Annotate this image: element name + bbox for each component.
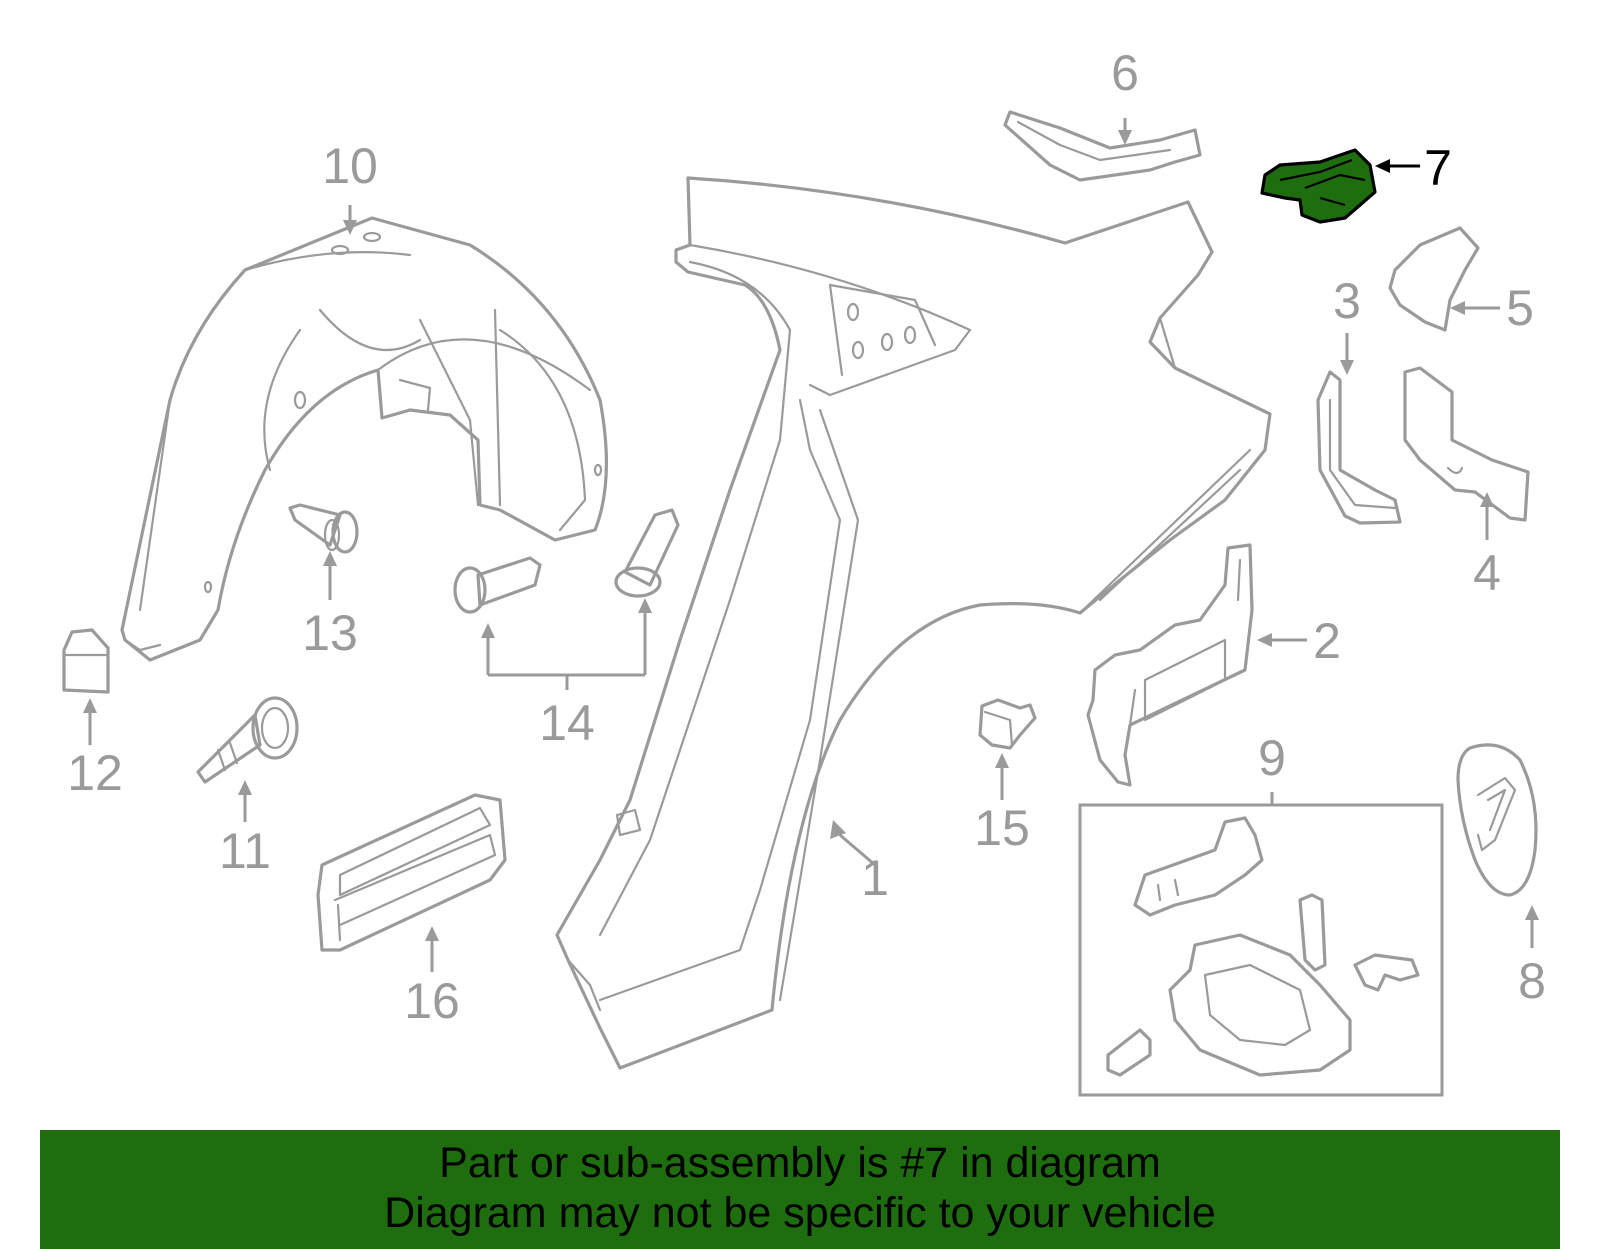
part-9-fuel-housing (1106, 816, 1420, 1077)
leader-lines (83, 118, 1539, 972)
part-14-push-pins[interactable] (453, 508, 680, 614)
part-6-reinforcement[interactable] (1003, 110, 1202, 182)
callout-10: 10 (322, 138, 378, 194)
part-13-push-pin[interactable] (288, 503, 359, 554)
callout-9: 9 (1258, 730, 1286, 786)
callout-7: 7 (1424, 140, 1452, 196)
callout-11: 11 (219, 823, 271, 879)
part-7-bracket-highlighted[interactable] (1260, 148, 1377, 224)
callout-3: 3 (1333, 273, 1361, 329)
part-4-bracket[interactable] (1403, 366, 1530, 522)
part-1-quarter-panel[interactable] (555, 176, 1272, 1070)
part-12-clip[interactable] (62, 628, 110, 694)
info-banner: Part or sub-assembly is #7 in diagram Di… (40, 1130, 1560, 1249)
callout-12: 12 (67, 745, 123, 801)
callout-labels: 10 6 7 5 3 4 2 8 9 1 15 13 14 12 11 16 (67, 45, 1546, 1029)
callout-1: 1 (861, 850, 889, 906)
callout-5: 5 (1506, 280, 1534, 336)
part-15-clip[interactable] (978, 698, 1037, 750)
part-8-fuel-door[interactable] (1456, 743, 1538, 897)
callout-6: 6 (1111, 45, 1139, 101)
callout-13: 13 (302, 605, 358, 661)
part-2-bracket[interactable] (1086, 543, 1254, 787)
callout-4: 4 (1473, 545, 1501, 601)
part-3-bracket[interactable] (1316, 370, 1402, 525)
banner-line-1: Part or sub-assembly is #7 in diagram (439, 1139, 1161, 1187)
callout-16: 16 (404, 973, 460, 1029)
part-11-bolt[interactable] (196, 696, 299, 784)
part-5-panel[interactable] (1388, 226, 1480, 332)
callout-15: 15 (974, 800, 1030, 856)
callout-2: 2 (1313, 613, 1341, 669)
part-16-vent-trim[interactable] (316, 793, 507, 952)
callout-14: 14 (539, 695, 595, 751)
banner-line-2: Diagram may not be specific to your vehi… (384, 1189, 1216, 1237)
part-9-subassembly-box[interactable] (1078, 803, 1444, 1097)
callout-8: 8 (1518, 953, 1546, 1009)
part-10-wheelhouse-liner[interactable] (120, 216, 609, 662)
